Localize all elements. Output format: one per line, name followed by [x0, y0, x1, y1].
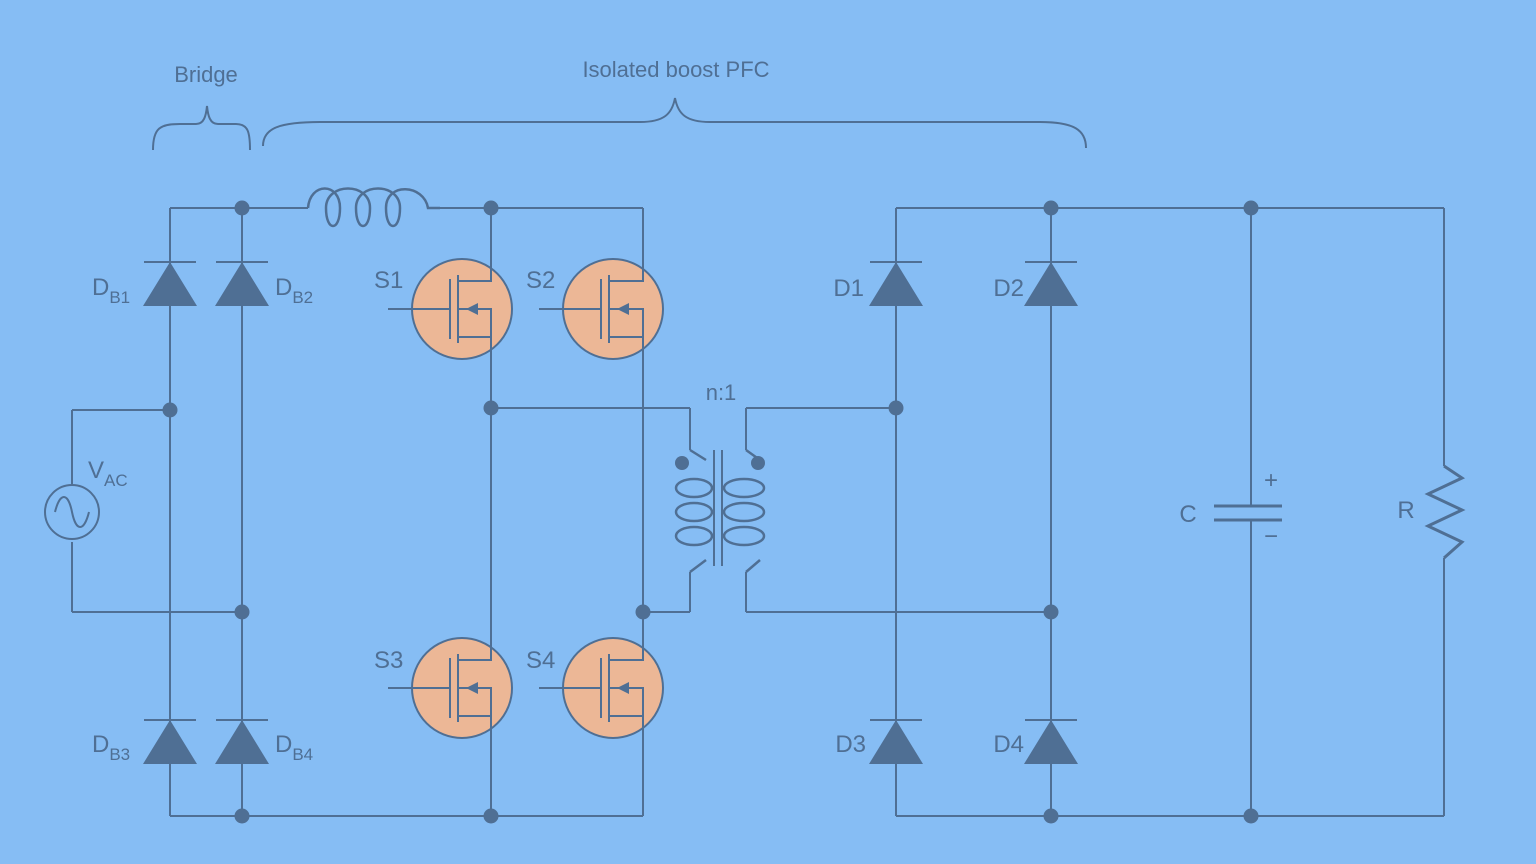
diode-d4	[1024, 719, 1078, 764]
diode-d2	[1024, 261, 1078, 306]
d1-label: D1	[833, 275, 864, 302]
s4-label: S4	[526, 647, 555, 674]
db4-label: DB4	[275, 731, 313, 764]
mosfet-s1	[388, 258, 513, 360]
bridge-label: Bridge	[174, 62, 238, 87]
mosfet-s4	[539, 637, 664, 739]
diode-d3	[869, 719, 923, 764]
d4-label: D4	[993, 731, 1024, 758]
d2-label: D2	[993, 275, 1024, 302]
bridge-brace	[152, 105, 251, 151]
junction-dots	[162, 200, 1259, 824]
db1-label: DB1	[92, 274, 130, 307]
load-resistor	[1424, 464, 1466, 560]
mosfet-s2	[539, 258, 664, 360]
mosfet-s3	[388, 637, 513, 739]
capacitor-label: C	[1179, 501, 1196, 528]
diode-db2	[215, 261, 269, 306]
pfc-brace	[262, 97, 1087, 149]
pfc-label: Isolated boost PFC	[582, 57, 769, 82]
s1-label: S1	[374, 267, 403, 294]
vac-label: VAC	[88, 457, 128, 490]
s3-label: S3	[374, 647, 403, 674]
db3-label: DB3	[92, 731, 130, 764]
d3-label: D3	[835, 731, 866, 758]
transformer	[674, 448, 766, 573]
output-capacitor	[1214, 504, 1282, 522]
db2-label: DB2	[275, 274, 313, 307]
s2-label: S2	[526, 267, 555, 294]
capacitor-plus: +	[1264, 467, 1278, 494]
diode-d1	[869, 261, 923, 306]
diode-db1	[143, 261, 197, 306]
diode-db3	[143, 719, 197, 764]
capacitor-minus: −	[1264, 523, 1278, 550]
output-wiring	[745, 207, 1445, 817]
boost-inductor	[306, 187, 440, 228]
diode-db4	[215, 719, 269, 764]
turns-ratio-label: n:1	[706, 380, 737, 405]
resistor-label: R	[1397, 497, 1414, 524]
ac-source	[44, 484, 100, 540]
